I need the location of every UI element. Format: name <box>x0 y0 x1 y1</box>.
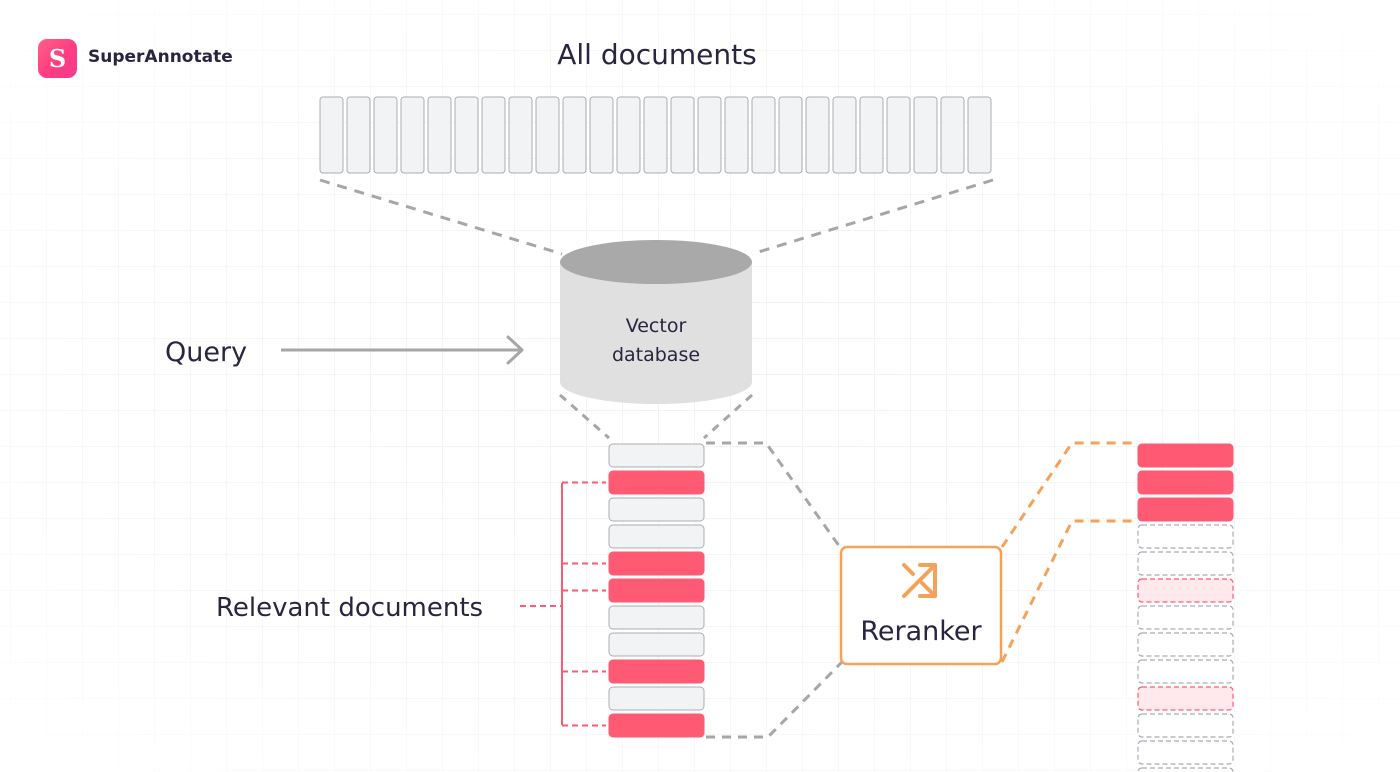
document-card <box>859 96 884 174</box>
document-card <box>886 96 911 174</box>
reranker-box <box>839 545 1003 666</box>
document-item <box>608 443 705 468</box>
document-card <box>427 96 452 174</box>
reranker-label: Reranker <box>860 616 982 647</box>
document-card <box>481 96 506 174</box>
funnel-right-line <box>751 178 994 256</box>
reranked-empty-slot <box>1137 740 1234 765</box>
document-card <box>346 96 371 174</box>
all-documents-row <box>319 96 992 174</box>
document-card <box>724 96 749 174</box>
document-card <box>751 96 776 174</box>
brand-name: SuperAnnotate <box>88 47 233 67</box>
document-card <box>454 96 479 174</box>
document-card <box>508 96 533 174</box>
retrieval-funnel-right-line <box>702 393 754 440</box>
reranked-relevant-item <box>1137 443 1234 468</box>
reranked-relevant-item <box>1137 470 1234 495</box>
document-card <box>778 96 803 174</box>
document-card <box>562 96 587 174</box>
reranked-empty-slot <box>1137 551 1234 576</box>
document-card <box>373 96 398 174</box>
document-card <box>805 96 830 174</box>
document-card <box>400 96 425 174</box>
document-card <box>697 96 722 174</box>
document-card <box>940 96 965 174</box>
document-card <box>535 96 560 174</box>
relevant-document-item <box>608 470 705 495</box>
relevant-document-item <box>608 659 705 684</box>
document-card <box>832 96 857 174</box>
relevant-documents-bracket <box>561 481 606 727</box>
superannotate-logo-icon: S <box>38 39 77 78</box>
document-item <box>608 605 705 630</box>
reranker-to-output-top-connector <box>1000 441 1136 548</box>
retrieval-funnel-left-line <box>559 393 610 440</box>
vector-database-label-line2: database <box>612 344 700 366</box>
query-label: Query <box>165 337 247 368</box>
funnel-left-line <box>319 178 563 256</box>
reranked-empty-slot <box>1137 524 1234 549</box>
document-item <box>608 632 705 657</box>
relevant-documents-label: Relevant documents <box>216 593 483 623</box>
vector-database-label-line1: Vector <box>626 315 687 337</box>
document-item <box>608 497 705 522</box>
reranked-empty-slot <box>1137 767 1234 772</box>
reranked-empty-slot <box>1137 632 1234 657</box>
list-to-reranker-bottom-connector <box>706 660 844 739</box>
reranked-empty-slot <box>1137 605 1234 630</box>
relevant-document-item <box>608 578 705 603</box>
document-card <box>589 96 614 174</box>
reranked-faded-relevant-item <box>1137 578 1234 603</box>
document-item <box>608 524 705 549</box>
document-card <box>616 96 641 174</box>
document-card <box>643 96 668 174</box>
reranker-to-output-bottom-connector <box>1000 519 1136 663</box>
reranked-empty-slot <box>1137 713 1234 738</box>
document-item <box>608 686 705 711</box>
list-to-reranker-top-connector <box>706 441 844 551</box>
cylinder-database-icon <box>560 240 752 404</box>
reranked-faded-relevant-item <box>1137 686 1234 711</box>
document-card <box>967 96 992 174</box>
query-arrow-icon <box>281 335 524 365</box>
retrieved-documents-list <box>608 443 705 738</box>
shuffle-icon <box>902 563 937 598</box>
document-card <box>670 96 695 174</box>
relevant-document-item <box>608 551 705 576</box>
reranked-relevant-item <box>1137 497 1234 522</box>
reranked-documents-list <box>1137 443 1234 772</box>
document-card <box>319 96 344 174</box>
reranked-empty-slot <box>1137 659 1234 684</box>
document-card <box>913 96 938 174</box>
all-documents-title: All documents <box>557 38 756 71</box>
relevant-document-item <box>608 713 705 738</box>
